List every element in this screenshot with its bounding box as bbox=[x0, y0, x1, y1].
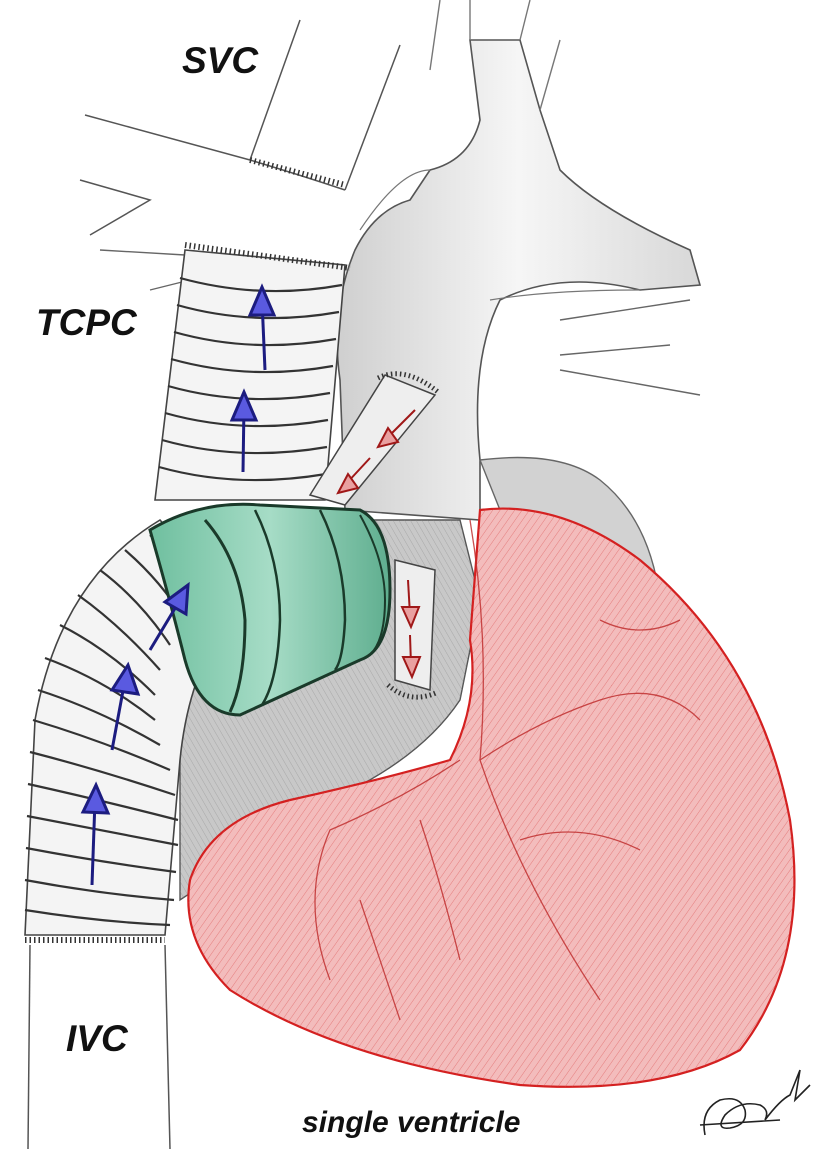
outflow-graft-upper bbox=[308, 371, 440, 506]
up-arrow-icon bbox=[148, 581, 190, 651]
label-ivc: IVC bbox=[66, 1018, 128, 1059]
up-arrow-icon bbox=[247, 283, 277, 371]
pulmonary-branches bbox=[99, 249, 701, 396]
down-arrow-icon bbox=[376, 409, 416, 449]
label-svc: SVC bbox=[182, 40, 259, 81]
down-arrow-icon bbox=[400, 579, 421, 630]
red-flow-arrows bbox=[336, 409, 422, 680]
up-arrow-icon bbox=[109, 661, 141, 751]
label-tcpc: TCPC bbox=[36, 302, 137, 343]
label-single-ventricle: single ventricle bbox=[302, 1106, 521, 1139]
ivc-vessel bbox=[27, 944, 171, 1150]
pump-device bbox=[148, 502, 392, 717]
up-arrow-icon bbox=[229, 388, 259, 473]
artist-signature bbox=[699, 1069, 811, 1136]
down-arrow-icon bbox=[336, 457, 371, 495]
single-ventricle bbox=[187, 507, 796, 1088]
blue-flow-arrows bbox=[80, 283, 277, 886]
up-arrow-icon bbox=[80, 781, 111, 886]
down-arrow-icon bbox=[401, 634, 422, 680]
